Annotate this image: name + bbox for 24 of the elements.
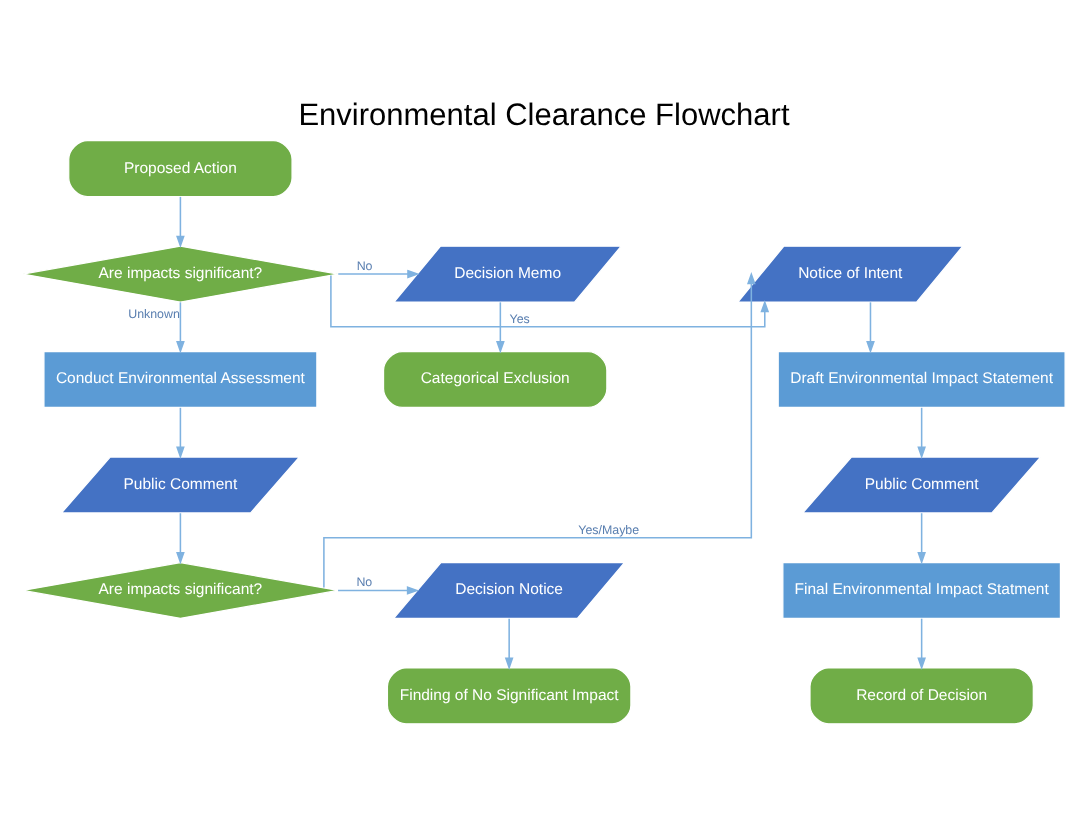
- node-box: Record of Decision: [809, 666, 1034, 724]
- arrow: [323, 270, 756, 588]
- arrow: [866, 300, 875, 353]
- node-diamond: Are impacts significant?: [22, 560, 339, 618]
- node-box: Finding of No Significant Impact: [386, 666, 632, 724]
- arrow: [337, 585, 420, 594]
- node-box: Draft Environmental Impact Statement: [777, 350, 1066, 408]
- arrow: [176, 300, 185, 353]
- arrow: [917, 406, 926, 458]
- arrow: [917, 616, 926, 669]
- node-box: Proposed Action: [68, 139, 293, 197]
- arrow: [504, 616, 514, 669]
- node-box: Categorical Exclusion: [382, 350, 608, 408]
- diagram-title: Environmental Clearance Flowchart: [298, 98, 790, 133]
- arrow: [176, 511, 185, 564]
- arrow: [496, 300, 505, 353]
- arrow: [176, 195, 185, 248]
- arrow: [330, 273, 770, 327]
- node-diamond: Are impacts significant?: [22, 244, 339, 302]
- arrow: [917, 511, 926, 564]
- arrow: [176, 406, 185, 458]
- node-box: Final Environmental Impact Statment: [782, 560, 1062, 618]
- node-box: Conduct Environmental Assessment: [43, 350, 318, 408]
- arrow: [337, 268, 420, 278]
